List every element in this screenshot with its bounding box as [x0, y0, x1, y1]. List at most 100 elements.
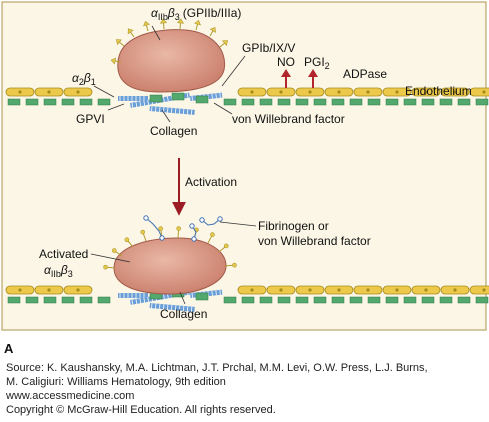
subendothelial-block: [403, 98, 417, 106]
activated-receptor-stem: [224, 264, 234, 267]
receptor-stem: [130, 31, 135, 38]
subendothelial-block: [349, 296, 363, 304]
subendothelial-block: [313, 296, 327, 304]
subendothelial-block: [7, 98, 21, 106]
subendothelial-block: [259, 98, 273, 106]
collagen-stripe: [131, 299, 134, 305]
source-line-2: M. Caligiuri: Williams Hematology, 9th e…: [6, 376, 226, 388]
receptor-stem: [119, 41, 125, 47]
endothelial-nucleus: [337, 288, 341, 292]
gp-block: [171, 92, 185, 101]
endothelial-cell: [469, 87, 489, 97]
subendothelial-block: [295, 296, 309, 304]
collagen-stripe: [211, 93, 213, 99]
subendothelial-block: [25, 98, 39, 106]
receptor-stem: [115, 60, 122, 63]
activated-receptor-stem: [207, 235, 213, 244]
integrin-receptor: [176, 18, 185, 30]
subendothelial-block: [241, 98, 255, 106]
receptor-head: [159, 18, 168, 24]
collagen-stripe: [147, 296, 149, 302]
activated-receptor: [218, 243, 229, 253]
endothelial-nucleus: [337, 90, 341, 94]
gp-block: [195, 95, 209, 104]
integrin-receptor: [110, 57, 122, 65]
receptor-stem: [179, 22, 182, 30]
endothelial-nucleus: [250, 288, 254, 292]
leader-collagen-top: [161, 109, 171, 123]
fibrinogen-molecules: [143, 215, 223, 242]
leader-collagen-bottom: [179, 291, 186, 305]
endothelial-nucleus: [47, 288, 51, 292]
collagen-stripe: [143, 297, 146, 303]
subendothelial-block: [43, 98, 57, 106]
receptor-head: [110, 57, 117, 65]
leader-integrin: [151, 25, 161, 41]
subendothelial-block: [259, 296, 273, 304]
receptor-stem: [145, 25, 149, 32]
activated-receptor-head: [232, 262, 237, 268]
collagen-stripe: [219, 289, 221, 295]
vwf-label: von Willebrand factor: [232, 112, 345, 126]
leader-lines: [90, 25, 257, 305]
receptor-head: [143, 20, 151, 27]
subendothelial-block: [385, 98, 399, 106]
endothelial-nucleus: [482, 288, 486, 292]
endothelial-nucleus: [18, 90, 22, 94]
endothelial-nucleus: [250, 90, 254, 94]
leader-activated: [90, 253, 131, 263]
activation-label: Activation: [185, 175, 237, 189]
subendothelial-block: [439, 296, 453, 304]
integrin-receptor: [193, 19, 201, 31]
no-label: NO: [277, 55, 295, 69]
endothelial-nucleus: [424, 90, 428, 94]
endothelial-nucleus: [395, 90, 399, 94]
resting-platelet-body: [117, 29, 226, 93]
integrin-receptor: [209, 26, 216, 37]
source-line-1: Source: K. Kaushansky, M.A. Lichtman, J.…: [6, 362, 428, 374]
subendothelial-block: [7, 296, 21, 304]
collagen-stripe: [135, 101, 138, 107]
integrin-receptor: [115, 39, 125, 47]
subendothelial-block: [241, 296, 255, 304]
subendothelial-block: [97, 98, 111, 106]
endothelial-nucleus: [279, 288, 283, 292]
endothelial-nucleus: [453, 90, 457, 94]
endothelial-nucleus: [366, 90, 370, 94]
platelet-adhesion-diagram: αIIbβ3(GPIIb/IIIa) GPIb/IX/V NO PGI2 ADP…: [1, 1, 489, 331]
fibrinogen-node: [199, 217, 205, 223]
activated-integrin-label: αIIbβ3: [44, 263, 73, 279]
fibrinogen-label-line1: Fibrinogen or: [258, 219, 329, 233]
collagen-fiber: [149, 106, 195, 115]
collagen-stripe: [219, 92, 221, 98]
collagen-fiber: [118, 293, 148, 298]
activated-receptor: [207, 232, 215, 244]
receptor-head: [222, 40, 229, 47]
activated-receptor-stem: [142, 233, 147, 242]
resting-platelet-receptors: [110, 18, 229, 65]
gp-block: [195, 292, 209, 301]
activated-platelet-body: [113, 237, 227, 295]
pgi-arrowhead: [308, 69, 318, 77]
activated-receptor-head: [158, 226, 163, 231]
collagen-stripe: [163, 97, 165, 103]
activated-receptor-head: [176, 226, 181, 231]
collagen-stripe: [167, 96, 169, 102]
leader-a2b1: [93, 85, 115, 98]
activated-receptor-stem: [177, 229, 180, 239]
activated-receptor: [103, 264, 116, 270]
adpase-label: ADPase: [343, 67, 387, 81]
endothelial-nucleus: [482, 90, 486, 94]
panel-letter: A: [4, 341, 14, 356]
subendothelial-block: [43, 296, 57, 304]
subendothelial-block: [295, 98, 309, 106]
endothelial-nucleus: [308, 288, 312, 292]
integrin-receptor: [127, 28, 135, 38]
receptor-stem: [219, 42, 225, 48]
collagen-stripe: [163, 294, 165, 300]
activated-receptor: [124, 237, 134, 248]
activated-receptor-stem: [106, 266, 116, 269]
endothelial-nucleus: [18, 288, 22, 292]
collagen-stripe: [131, 102, 134, 108]
collagen-stripe: [191, 292, 193, 298]
